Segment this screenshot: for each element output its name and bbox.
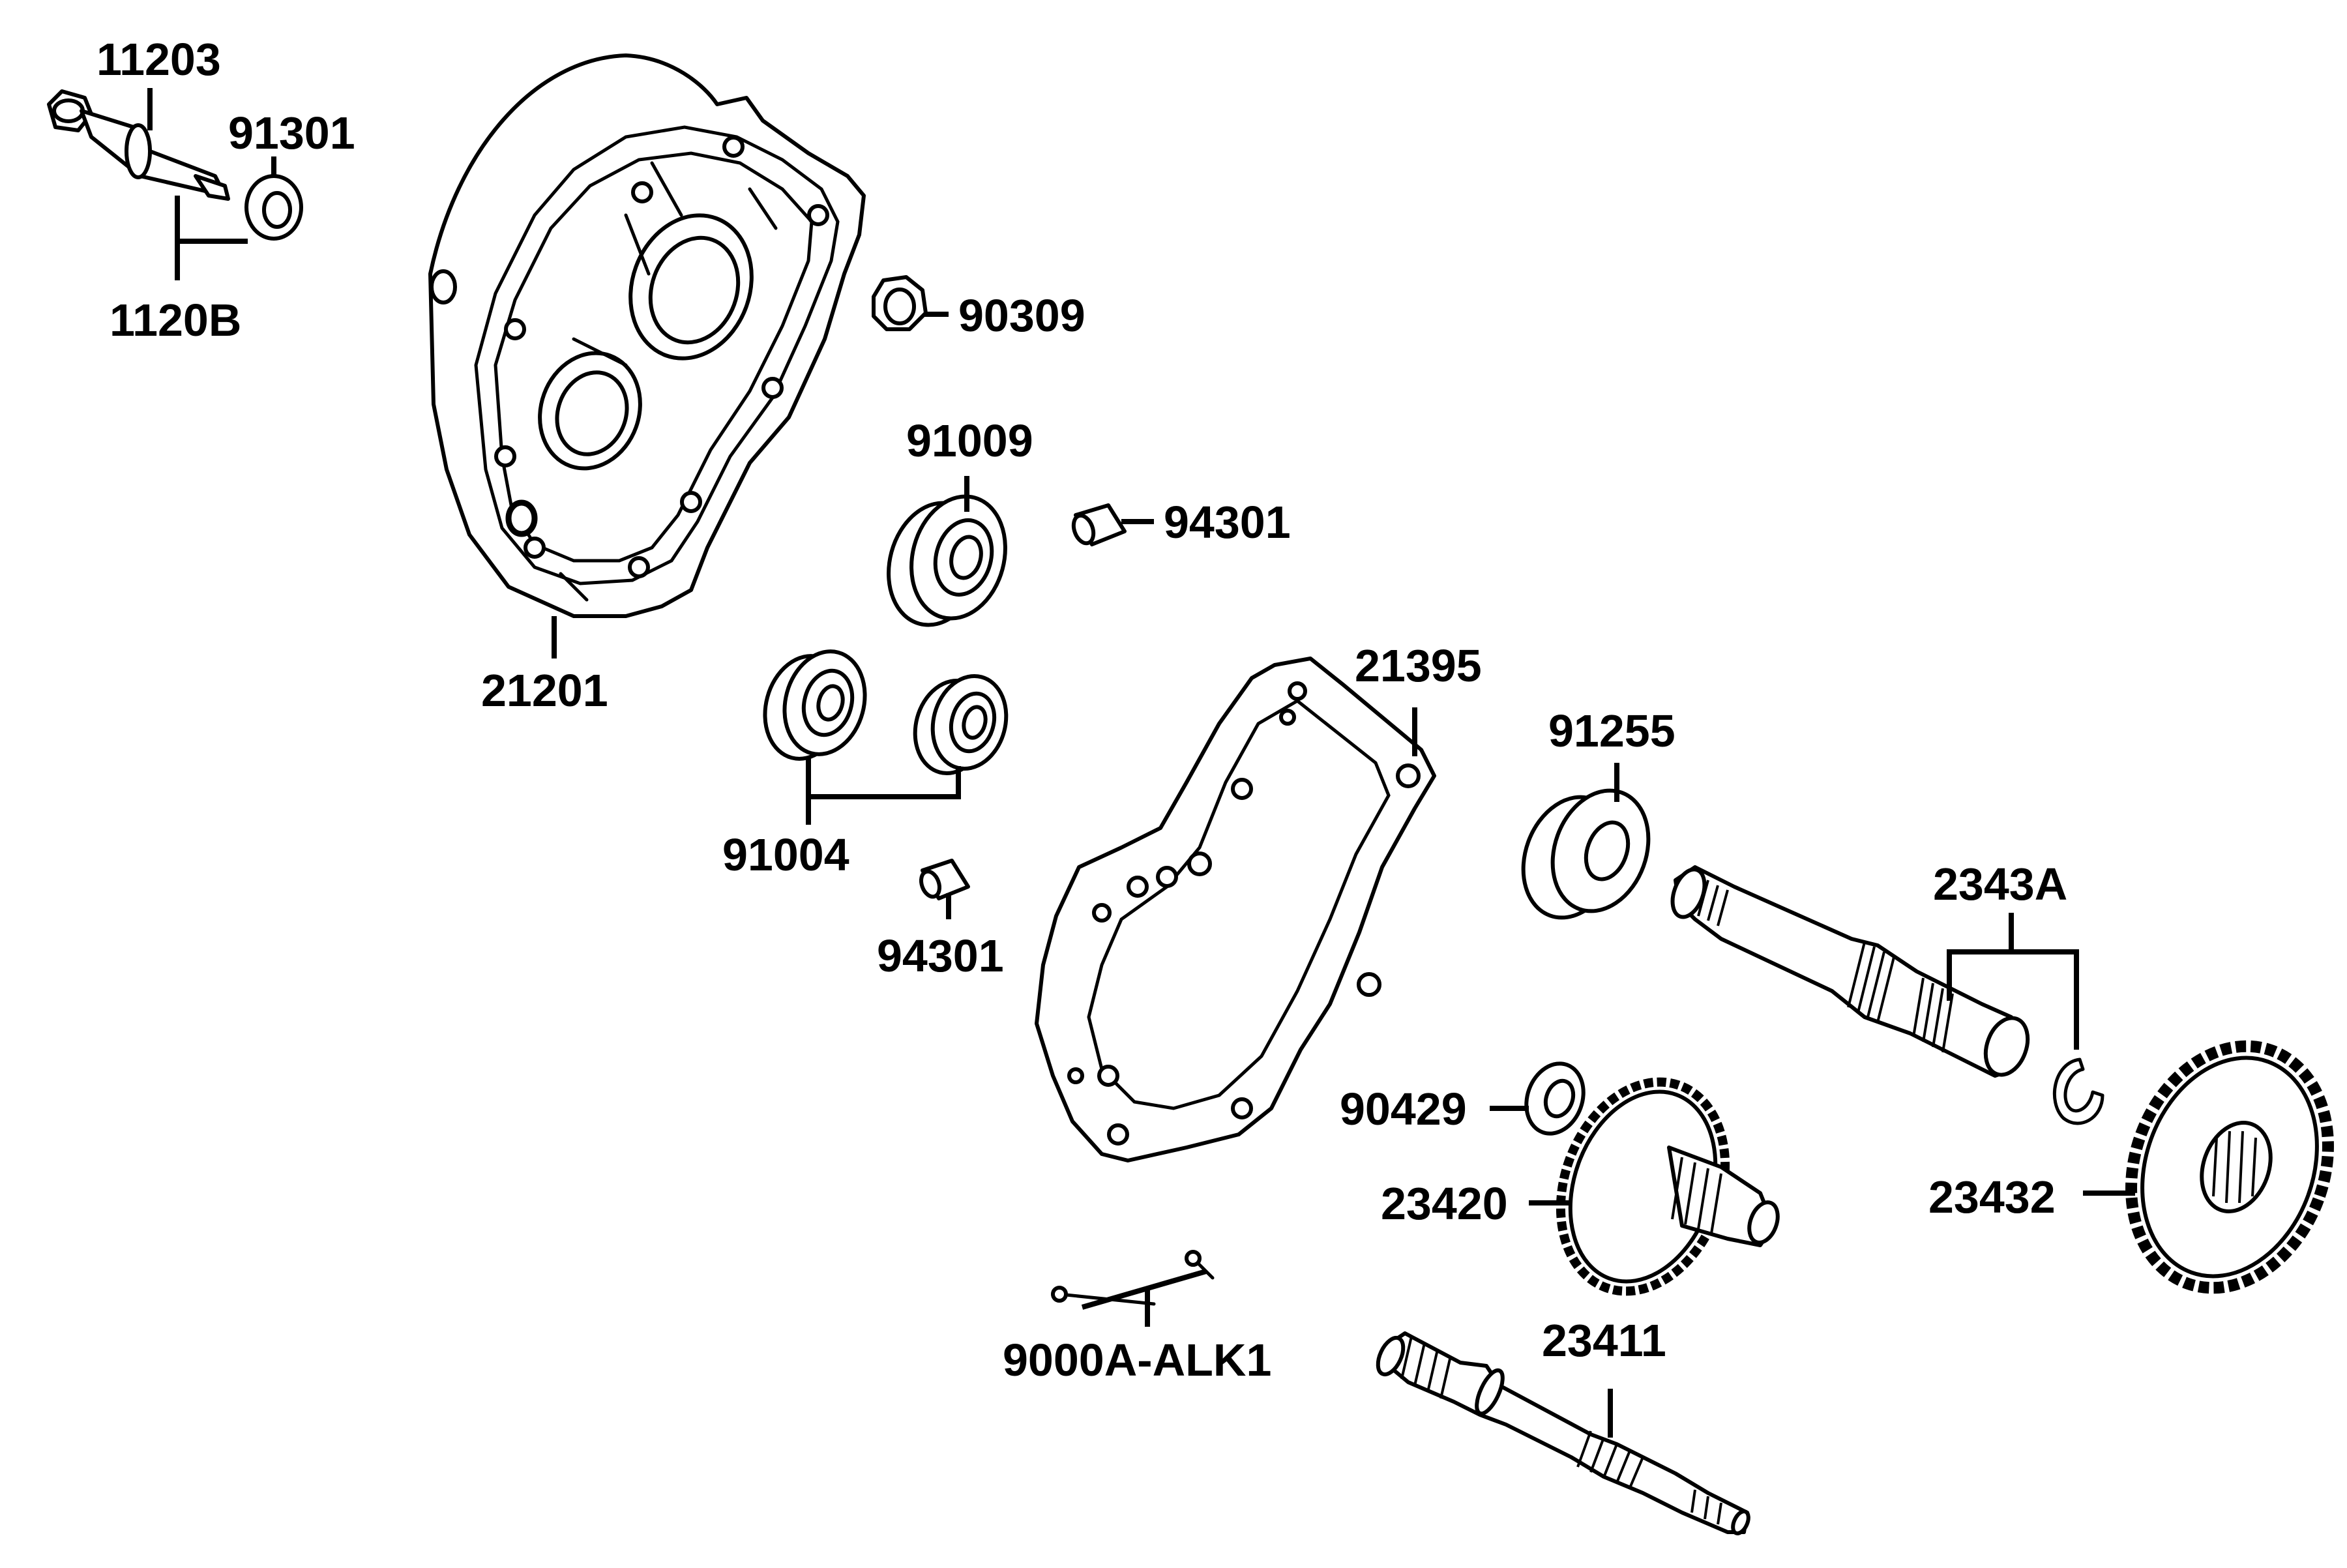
- nut-90309: [872, 275, 928, 331]
- shaft-23411: [1376, 1331, 1750, 1535]
- bearing-91009: [887, 494, 1007, 627]
- bearing-91004-right: [913, 674, 1009, 775]
- gasket-21395: [1035, 657, 1436, 1162]
- label-94301-lower: 94301: [877, 930, 1004, 981]
- label-2343A: 2343A: [1933, 859, 2067, 910]
- gear-23420: [1556, 1077, 1780, 1296]
- label-91255: 91255: [1548, 705, 1675, 756]
- label-21395: 21395: [1355, 640, 1482, 691]
- label-21201: 21201: [481, 665, 608, 716]
- oil-seal-91255: [1521, 788, 1651, 920]
- bolts-9000A-ALK1: [1051, 1250, 1215, 1310]
- bearing-91004-left: [763, 649, 867, 761]
- dowel-pin-94301-upper: [1071, 503, 1127, 546]
- label-23411: 23411: [1542, 1315, 1666, 1366]
- label-11203: 11203: [96, 34, 221, 85]
- label-94301-upper: 94301: [1164, 497, 1291, 548]
- circlip-2343A: [2052, 1058, 2104, 1125]
- label-91009: 91009: [906, 415, 1033, 466]
- label-23420: 23420: [1381, 1178, 1508, 1229]
- label-9000A-ALK1: 9000A-ALK1: [1003, 1335, 1271, 1385]
- label-91004: 91004: [722, 829, 849, 880]
- dowel-pin-94301-lower: [919, 859, 970, 900]
- gear-23432: [2125, 1040, 2334, 1294]
- transmission-case-21201: [428, 53, 866, 618]
- label-90309: 90309: [958, 290, 1085, 341]
- drive-shaft-2343A: [1670, 865, 2030, 1078]
- bolt-11203: [47, 89, 230, 201]
- label-91301: 91301: [228, 108, 355, 158]
- washer-90429: [1524, 1061, 1586, 1136]
- label-90429: 90429: [1340, 1084, 1467, 1134]
- label-23432: 23432: [1928, 1172, 2056, 1222]
- label-1120B: 1120B: [110, 295, 241, 346]
- washer-91301: [244, 174, 303, 241]
